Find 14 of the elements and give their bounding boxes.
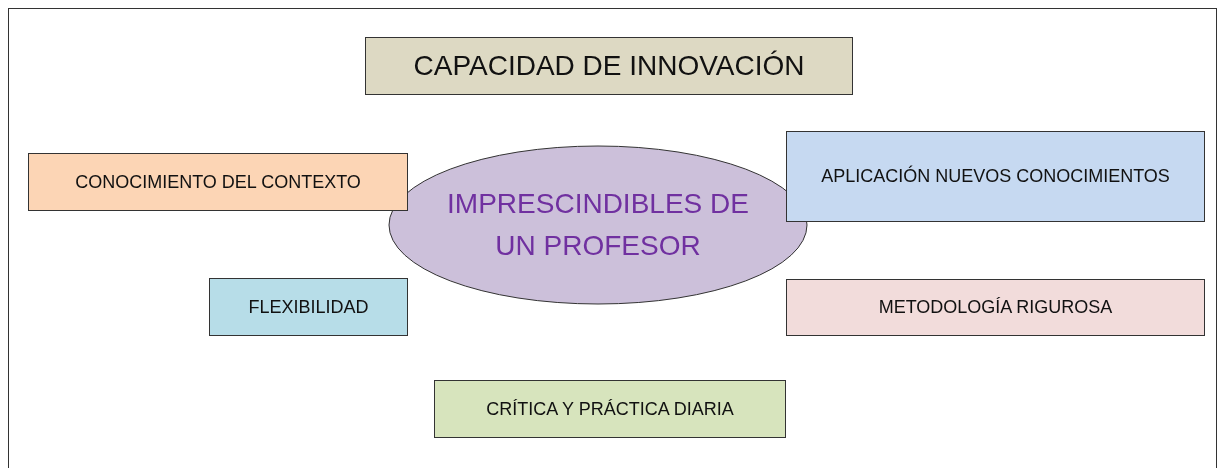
node-label: IMPRESCINDIBLES DE UN PROFESOR (446, 187, 750, 263)
text-box (365, 37, 853, 95)
node-label: CAPACIDAD DE INNOVACIÓN (412, 49, 806, 83)
ellipse-node (388, 145, 808, 305)
node-label: CONOCIMIENTO DEL CONTEXTO (74, 170, 362, 194)
node-label: APLICACIÓN NUEVOS CONOCIMIENTOS (820, 164, 1171, 188)
node-label: FLEXIBILIDAD (247, 295, 370, 319)
text-box (786, 131, 1205, 222)
text-box (28, 153, 408, 211)
text-box (786, 279, 1205, 336)
text-box (209, 278, 408, 336)
text-box (434, 380, 786, 438)
node-label: METODOLOGÍA RIGUROSA (877, 296, 1114, 319)
node-label: CRÍTICA Y PRÁCTICA DIARIA (485, 397, 735, 421)
